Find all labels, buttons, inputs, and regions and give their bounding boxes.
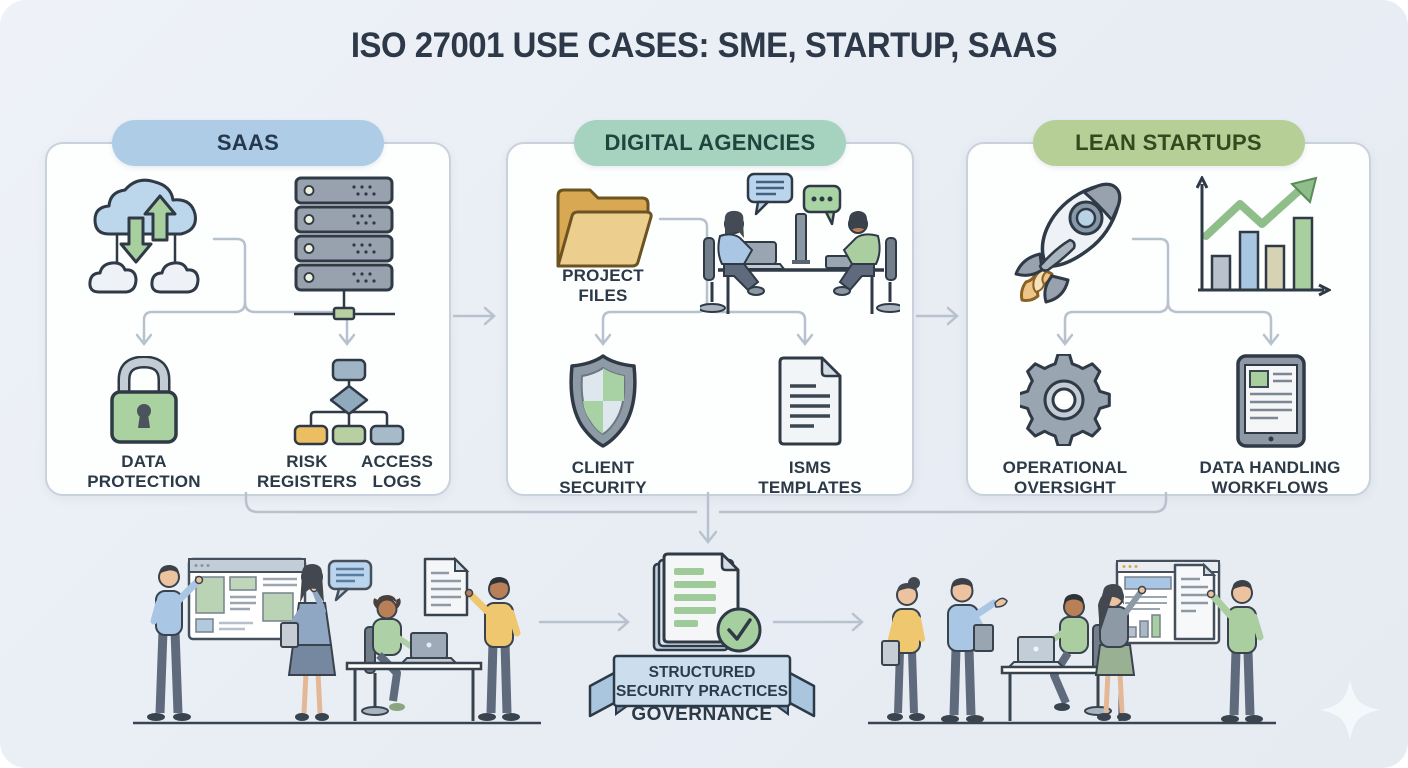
label-client-security: CLIENT SECURITY bbox=[533, 458, 673, 498]
person-left bbox=[700, 210, 765, 313]
rocket-icon bbox=[1014, 182, 1122, 304]
growth-chart-icon bbox=[1196, 176, 1331, 297]
label-line: OPERATIONAL bbox=[1002, 458, 1128, 477]
panel-lean-startups-header: LEAN STARTUPS bbox=[1032, 120, 1305, 166]
person-pointing-board bbox=[147, 565, 204, 721]
arrow-digital-to-lean bbox=[915, 306, 959, 326]
label-data-protection: DATA PROTECTION bbox=[69, 452, 219, 492]
banner-text: STRUCTURED SECURITY PRACTICES bbox=[614, 663, 790, 702]
compliance-docs-check-icon bbox=[652, 552, 762, 653]
speech-bubble-lines bbox=[746, 172, 794, 216]
label-line: ACCESS bbox=[360, 452, 434, 471]
tablet-icon bbox=[1236, 354, 1306, 448]
person-pointing-document bbox=[464, 577, 521, 721]
label-operational-oversight: OPERATIONAL OVERSIGHT bbox=[980, 458, 1150, 498]
desk-and-seated-person bbox=[345, 595, 483, 721]
cloud-sync-icon bbox=[88, 178, 200, 294]
label-line: OVERSIGHT bbox=[1014, 478, 1116, 498]
folder-icon bbox=[556, 188, 653, 268]
label-access-logs: ACCESS LOGS bbox=[349, 452, 445, 492]
ribbon-banner-shape bbox=[588, 654, 816, 718]
arrow-saas-to-digital bbox=[452, 306, 496, 326]
padlock-icon bbox=[110, 356, 178, 444]
document-sheet bbox=[423, 556, 470, 617]
panel-digital-agencies: DIGITAL AGENCIES PROJECT FILES bbox=[506, 120, 914, 498]
governance-label: GOVERNANCE bbox=[631, 704, 773, 725]
lean-branch-connector bbox=[1056, 237, 1280, 347]
label-line: SECURITY bbox=[559, 478, 647, 498]
person-with-clipboard bbox=[280, 564, 337, 721]
label-line: CLIENT bbox=[571, 458, 635, 477]
document-icon bbox=[778, 356, 842, 446]
shield-icon bbox=[569, 354, 637, 448]
page-title: ISO 27001 USE CASES: SME, STARTUP, SAAS bbox=[350, 26, 1058, 65]
sparkle-icon bbox=[1320, 680, 1380, 740]
label-line: TEMPLATES bbox=[758, 478, 862, 498]
person-with-tablet bbox=[881, 577, 925, 721]
label-line: LOGS bbox=[372, 472, 422, 492]
label-line: WORKFLOWS bbox=[1211, 478, 1329, 498]
person-with-clipboard-gesturing bbox=[941, 578, 1008, 723]
panel-lean-startups: LEAN STARTUPS bbox=[966, 120, 1371, 498]
label-line: DATA bbox=[121, 452, 167, 471]
team-scene-right-illustration bbox=[868, 559, 1276, 725]
person-pointing-dashboard bbox=[1094, 584, 1147, 721]
team-scene-left-illustration bbox=[133, 556, 541, 725]
label-line: FILES bbox=[578, 286, 628, 306]
label-project-files: PROJECT FILES bbox=[533, 266, 673, 306]
governance-banner: STRUCTURED SECURITY PRACTICES bbox=[586, 654, 818, 732]
label-risk-registers: RISK REGISTERS bbox=[245, 452, 369, 492]
banner-line-2: SECURITY PRACTICES bbox=[616, 683, 788, 701]
label-line: ISMS bbox=[788, 458, 832, 477]
label-line: PROJECT bbox=[562, 266, 644, 285]
label-line: RISK bbox=[286, 452, 328, 471]
speech-bubble-dots bbox=[802, 184, 842, 226]
person-right bbox=[833, 211, 900, 313]
server-stack-icon bbox=[294, 176, 395, 321]
label-line: DATA HANDLING bbox=[1199, 458, 1341, 477]
speech-bubble bbox=[327, 559, 373, 602]
panel-saas: SAAS bbox=[45, 120, 451, 496]
person-pointing-board-right bbox=[1206, 580, 1264, 723]
label-line: PROTECTION bbox=[87, 472, 201, 492]
label-line: REGISTERS bbox=[256, 472, 358, 492]
org-chart-icon bbox=[293, 358, 405, 446]
label-isms-templates: ISMS TEMPLATES bbox=[740, 458, 880, 498]
label-data-handling-workflows: DATA HANDLING WORKFLOWS bbox=[1185, 458, 1355, 498]
panel-digital-agencies-header: DIGITAL AGENCIES bbox=[574, 120, 846, 166]
panel-saas-header: SAAS bbox=[112, 120, 384, 166]
presentation-board bbox=[187, 557, 307, 641]
team-meeting-icon bbox=[700, 172, 900, 314]
gear-icon bbox=[1020, 354, 1111, 446]
banner-line-1: STRUCTURED bbox=[648, 664, 756, 681]
dashboard-board bbox=[1115, 559, 1221, 645]
